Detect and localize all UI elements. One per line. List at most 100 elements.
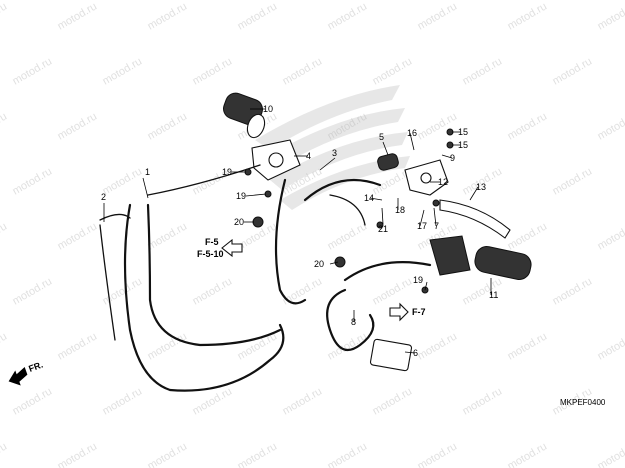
- callout-number: 21: [378, 224, 388, 234]
- watermark-text: motod.ru: [56, 0, 100, 32]
- watermark-text: motod.ru: [506, 110, 550, 142]
- callout-number: 5: [379, 132, 384, 142]
- watermark-text: motod.ru: [551, 275, 595, 307]
- callout-leader: [245, 193, 267, 197]
- watermark-text: motod.ru: [0, 330, 9, 362]
- watermark-text: motod.ru: [236, 440, 280, 468]
- callout-number: 19: [413, 275, 423, 285]
- watermark-text: motod.ru: [371, 55, 415, 87]
- callout-leader: [433, 207, 437, 227]
- watermark-text: motod.ru: [416, 0, 460, 32]
- left-switch-and-grip: [429, 235, 532, 280]
- section-ref-f5-10: F-5-10: [197, 249, 224, 259]
- watermark-text: motod.ru: [146, 440, 190, 468]
- callout-number: 9: [450, 153, 455, 163]
- watermark-text: motod.ru: [506, 0, 550, 32]
- callout-number: 11: [489, 290, 498, 300]
- callout-number: 8: [351, 317, 356, 327]
- callout-leader: [382, 141, 389, 156]
- watermark-text: motod.ru: [416, 440, 460, 468]
- callout-leader: [469, 186, 479, 201]
- watermark-text: motod.ru: [11, 165, 55, 197]
- front-direction-arrow: [8, 367, 28, 386]
- front-direction-label: FR.: [27, 360, 44, 374]
- watermark-text: motod.ru: [326, 440, 370, 468]
- watermark-text: motod.ru: [416, 330, 460, 362]
- callout-number: 2: [101, 192, 106, 202]
- callout-number: 12: [438, 177, 448, 187]
- callout-number: 20: [314, 259, 324, 269]
- watermark-text: motod.ru: [191, 275, 235, 307]
- callout-leader: [142, 177, 149, 199]
- watermark-text: motod.ru: [146, 0, 190, 32]
- throttle-cables: [99, 164, 285, 392]
- watermark-text: motod.ru: [0, 110, 9, 142]
- watermark-text: motod.ru: [326, 0, 370, 32]
- watermark-text: motod.ru: [596, 0, 625, 32]
- watermark-text: motod.ru: [146, 330, 190, 362]
- watermark-text: motod.ru: [551, 165, 595, 197]
- section-ref-arrow-f5: [221, 238, 243, 258]
- callout-leader: [404, 351, 416, 354]
- watermark-text: motod.ru: [596, 330, 625, 362]
- clutch-lever-assembly: [377, 153, 511, 239]
- callout-number: 20: [234, 217, 244, 227]
- throttle-grip: [223, 92, 266, 139]
- callout-number: 18: [395, 205, 405, 215]
- watermark-text: motod.ru: [191, 55, 235, 87]
- callout-number: 15: [458, 140, 468, 150]
- watermark-text: motod.ru: [506, 440, 550, 468]
- watermark-text: motod.ru: [0, 440, 9, 468]
- watermark-text: motod.ru: [416, 110, 460, 142]
- watermark-text: motod.ru: [0, 0, 9, 32]
- callout-number: 7: [434, 221, 439, 231]
- callout-leader: [381, 207, 384, 225]
- watermark-text: motod.ru: [146, 110, 190, 142]
- callout-number: 19: [222, 167, 232, 177]
- switch-harness: [326, 261, 432, 372]
- watermark-text: motod.ru: [371, 385, 415, 417]
- callout-number: 15: [458, 127, 468, 137]
- callout-leader: [319, 157, 336, 171]
- section-ref-arrow-f7: [389, 302, 409, 322]
- callout-number: 1: [145, 167, 150, 177]
- callout-leader: [369, 197, 383, 201]
- watermark-text: motod.ru: [596, 110, 625, 142]
- diagram-code: MKPEF0400: [560, 398, 606, 407]
- watermark-text: motod.ru: [11, 275, 55, 307]
- callout-leader: [424, 281, 428, 291]
- watermark-text: motod.ru: [11, 385, 55, 417]
- callout-number: 19: [236, 191, 246, 201]
- watermark-text: motod.ru: [281, 385, 325, 417]
- watermark-text: motod.ru: [596, 220, 625, 252]
- watermark-text: motod.ru: [461, 55, 505, 87]
- section-ref-f7: F-7: [412, 307, 426, 317]
- watermark-text: motod.ru: [371, 275, 415, 307]
- watermark-text: motod.ru: [281, 55, 325, 87]
- watermark-text: motod.ru: [236, 0, 280, 32]
- watermark-text: motod.ru: [461, 385, 505, 417]
- fasteners: [244, 128, 454, 294]
- watermark-text: motod.ru: [326, 220, 370, 252]
- watermark-text: motod.ru: [506, 220, 550, 252]
- callout-leader: [329, 261, 339, 265]
- watermark-text: motod.ru: [506, 330, 550, 362]
- callout-leader: [409, 132, 415, 151]
- clutch-cable: [274, 178, 382, 305]
- watermark-text: motod.ru: [56, 220, 100, 252]
- callout-number: 4: [306, 151, 311, 161]
- watermark-text: motod.ru: [56, 330, 100, 362]
- callout-number: 14: [364, 193, 374, 203]
- watermark-text: motod.ru: [101, 165, 145, 197]
- callout-leader: [419, 209, 425, 227]
- watermark-text: motod.ru: [146, 220, 190, 252]
- callout-number: 6: [413, 348, 418, 358]
- callout-number: 10: [263, 104, 273, 114]
- watermark-text: motod.ru: [551, 55, 595, 87]
- watermark-text: motod.ru: [101, 385, 145, 417]
- watermark-text: motod.ru: [101, 55, 145, 87]
- section-ref-f5: F-5: [205, 237, 219, 247]
